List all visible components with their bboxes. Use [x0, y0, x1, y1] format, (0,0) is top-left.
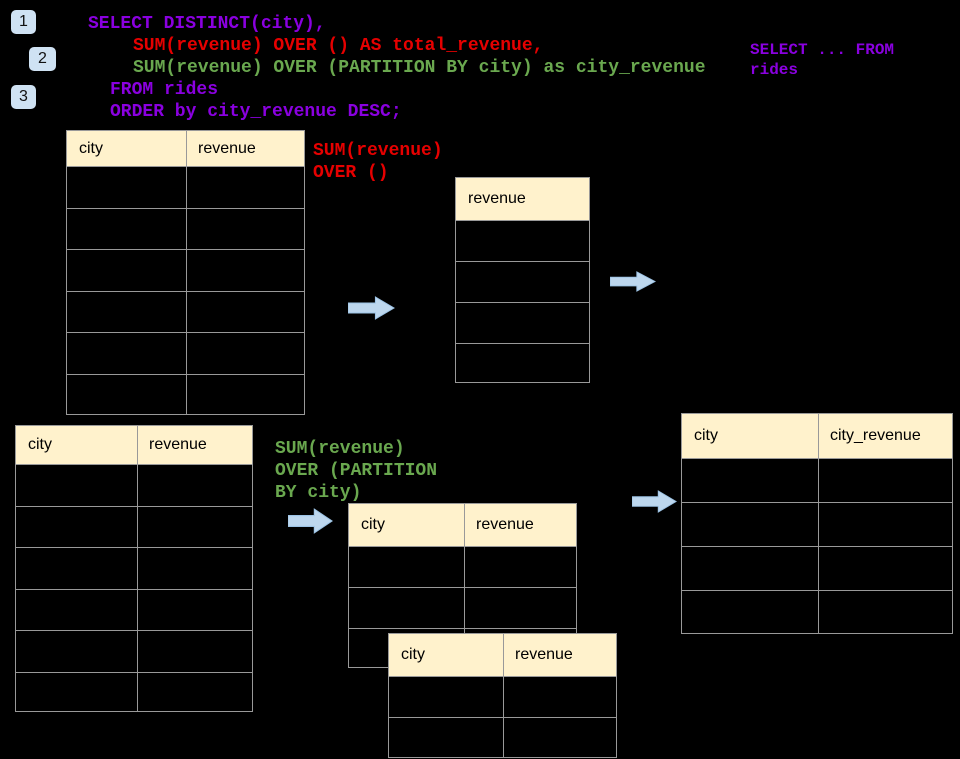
- sql-line-select: SELECT DISTINCT(city),: [88, 14, 326, 34]
- table-body: [456, 221, 589, 385]
- column-header-city: city: [79, 139, 103, 157]
- annotation-total-line-2: OVER (): [313, 163, 389, 183]
- annotation-partition-line-1: SUM(revenue): [275, 439, 405, 459]
- table-row: [16, 465, 252, 507]
- table-row: [16, 631, 252, 673]
- table-row: [67, 209, 304, 250]
- column-divider: [186, 131, 187, 414]
- sql-line-partition: SUM(revenue) OVER (PARTITION BY city) as…: [133, 58, 706, 78]
- arrow-right-icon: [288, 508, 333, 534]
- table-body: [67, 167, 304, 416]
- table-row: [682, 459, 952, 503]
- table-row: [16, 507, 252, 548]
- step-badge-2: 2: [29, 47, 56, 71]
- step-badge-1: 1: [11, 10, 36, 34]
- column-divider: [503, 634, 504, 757]
- table-header-row: city revenue: [16, 426, 252, 465]
- column-header-revenue: revenue: [515, 646, 573, 663]
- table-row: [456, 303, 589, 344]
- table-row: [16, 590, 252, 631]
- sql-line-order-by: ORDER by city_revenue DESC;: [110, 102, 402, 122]
- arrow-right-icon: [632, 490, 677, 513]
- table-body: [349, 547, 576, 670]
- table-partition-front: city revenue: [388, 633, 617, 758]
- column-divider: [818, 414, 819, 633]
- table-row: [682, 591, 952, 635]
- arrow-right-icon: [348, 296, 395, 320]
- table-row: [682, 503, 952, 547]
- table-body: [16, 465, 252, 714]
- column-header-revenue: revenue: [476, 516, 534, 533]
- sql-line-total-revenue: SUM(revenue) OVER () AS total_revenue,: [133, 36, 544, 56]
- table-row: [67, 167, 304, 209]
- column-header-city: city: [694, 427, 718, 444]
- table-result: city city_revenue: [681, 413, 953, 634]
- table-row: [16, 548, 252, 590]
- sql-line-from: FROM rides: [110, 80, 219, 100]
- table-source-bottom: city revenue: [15, 425, 253, 712]
- table-row: [349, 588, 576, 629]
- column-header-revenue: revenue: [468, 190, 526, 207]
- column-header-city: city: [401, 646, 425, 663]
- table-row: [16, 673, 252, 715]
- arrow-right-icon: [610, 271, 656, 292]
- column-header-revenue: revenue: [149, 436, 207, 453]
- table-header-row: city city_revenue: [682, 414, 952, 459]
- table-row: [67, 333, 304, 375]
- table-row: [349, 547, 576, 588]
- table-header-row: city revenue: [67, 131, 304, 167]
- column-divider: [137, 426, 138, 711]
- table-header-row: revenue: [456, 178, 589, 221]
- table-header-row: city revenue: [349, 504, 576, 547]
- table-source-top: city revenue: [66, 130, 305, 415]
- column-header-city: city: [361, 516, 385, 533]
- table-row: [389, 677, 616, 718]
- step-badge-3: 3: [11, 85, 36, 109]
- side-snippet-line-2: rides: [750, 61, 799, 79]
- annotation-partition-line-3: BY city): [275, 483, 362, 503]
- table-row: [682, 547, 952, 591]
- table-header-row: city revenue: [389, 634, 616, 677]
- annotation-total-line-1: SUM(revenue): [313, 141, 443, 161]
- column-header-city: city: [28, 436, 52, 453]
- table-row: [67, 250, 304, 292]
- table-body: [682, 459, 952, 635]
- table-body: [389, 677, 616, 759]
- annotation-partition-line-2: OVER (PARTITION: [275, 461, 438, 481]
- column-header-city-revenue: city_revenue: [830, 427, 921, 444]
- table-row: [456, 262, 589, 303]
- column-header-revenue: revenue: [198, 139, 256, 157]
- table-total-revenue: revenue: [455, 177, 590, 383]
- side-snippet-line-1: SELECT ... FROM: [750, 41, 895, 59]
- table-row: [456, 221, 589, 262]
- table-row: [67, 292, 304, 333]
- table-row: [456, 344, 589, 385]
- column-divider: [464, 504, 465, 667]
